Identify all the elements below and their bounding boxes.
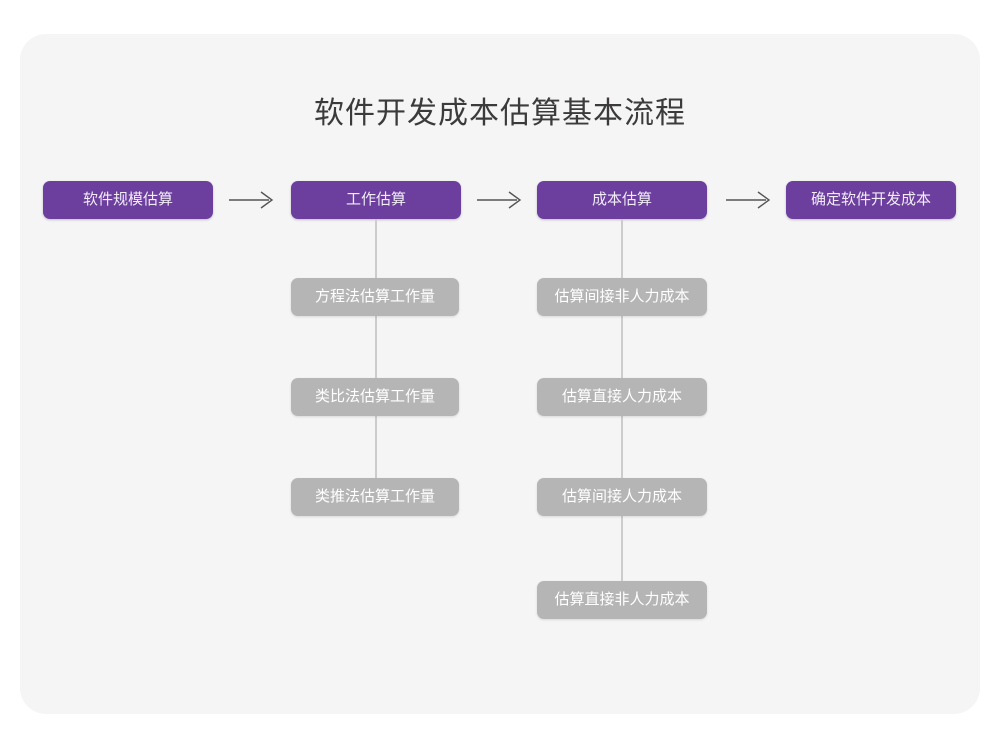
arrow-right-icon-2 <box>477 189 523 211</box>
diagram-card <box>20 34 980 714</box>
branch-node-analogy-method-effort[interactable]: 类比法估算工作量 <box>291 378 459 416</box>
flow-node-cost-estimation[interactable]: 成本估算 <box>537 181 707 219</box>
branch-node-direct-nonlabor-cost[interactable]: 估算直接非人力成本 <box>537 581 707 619</box>
flow-node-software-scale-estimation[interactable]: 软件规模估算 <box>43 181 213 219</box>
branch-node-equation-method-effort[interactable]: 方程法估算工作量 <box>291 278 459 316</box>
branch-node-indirect-nonlabor-cost[interactable]: 估算间接非人力成本 <box>537 278 707 316</box>
flow-node-determine-development-cost[interactable]: 确定软件开发成本 <box>786 181 956 219</box>
branch-node-indirect-labor-cost[interactable]: 估算间接人力成本 <box>537 478 707 516</box>
arrow-right-icon-3 <box>726 189 772 211</box>
page-title: 软件开发成本估算基本流程 <box>314 97 686 130</box>
branch-node-direct-labor-cost[interactable]: 估算直接人力成本 <box>537 378 707 416</box>
arrow-right-icon-1 <box>229 189 275 211</box>
branch-node-inference-method-effort[interactable]: 类推法估算工作量 <box>291 478 459 516</box>
flow-node-effort-estimation[interactable]: 工作估算 <box>291 181 461 219</box>
connector-line-branch-1 <box>375 219 377 497</box>
